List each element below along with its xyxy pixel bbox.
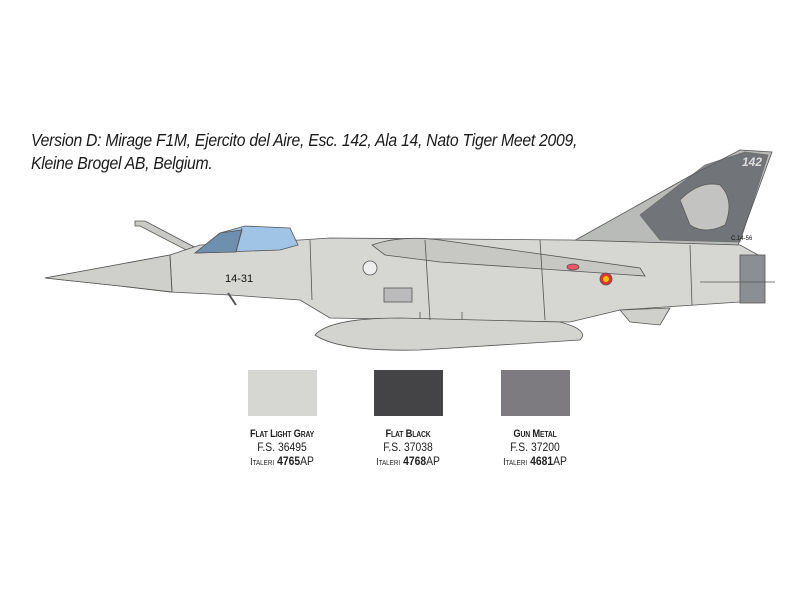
serial-marking: 14-31 bbox=[225, 273, 253, 285]
roundel-wing bbox=[566, 263, 580, 271]
exhaust bbox=[739, 254, 766, 304]
fs-code: F.S. 36495 bbox=[257, 442, 307, 454]
paint-name: Gun Metal bbox=[513, 428, 557, 440]
brand: Italeri bbox=[503, 457, 528, 468]
paint-swatch-card: Flat Black F.S. 37038 Italeri 4768AP bbox=[338, 370, 478, 468]
code-number: 4768 bbox=[403, 456, 427, 468]
brand: Italeri bbox=[376, 457, 401, 468]
color-swatch bbox=[373, 370, 443, 416]
tail-code: C.14-56 bbox=[731, 236, 753, 242]
paint-name: Flat Black bbox=[385, 428, 431, 440]
brand: Italeri bbox=[250, 457, 275, 468]
code-number: 4765 bbox=[277, 456, 301, 468]
fs-code: F.S. 37200 bbox=[510, 442, 560, 454]
paint-swatch-card: Flat Light Gray F.S. 36495 Italeri 4765A… bbox=[212, 370, 352, 468]
caption-line-1: Version D: Mirage F1M, Ejercito del Aire… bbox=[31, 130, 578, 150]
aircraft-illustration: 14-31 C.14-56 142 bbox=[44, 149, 775, 351]
fs-code: F.S. 37038 bbox=[383, 442, 433, 454]
caption-line-2: Kleine Brogel AB, Belgium. bbox=[31, 153, 213, 173]
code-suffix: AP bbox=[426, 456, 440, 468]
drop-tank bbox=[314, 317, 583, 351]
code-number: 4681 bbox=[530, 456, 554, 468]
code-suffix: AP bbox=[300, 456, 314, 468]
color-swatch bbox=[247, 370, 317, 416]
paint-swatch-card: Gun Metal F.S. 37200 Italeri 4681AP bbox=[465, 370, 605, 468]
italeri-code: Italeri 4681AP bbox=[472, 456, 598, 468]
paint-name: Flat Light Gray bbox=[249, 428, 315, 440]
italeri-code: Italeri 4765AP bbox=[219, 456, 345, 468]
italeri-code: Italeri 4768AP bbox=[345, 456, 471, 468]
color-swatch bbox=[500, 370, 570, 416]
tail-number: 142 bbox=[742, 155, 762, 169]
code-suffix: AP bbox=[553, 456, 567, 468]
